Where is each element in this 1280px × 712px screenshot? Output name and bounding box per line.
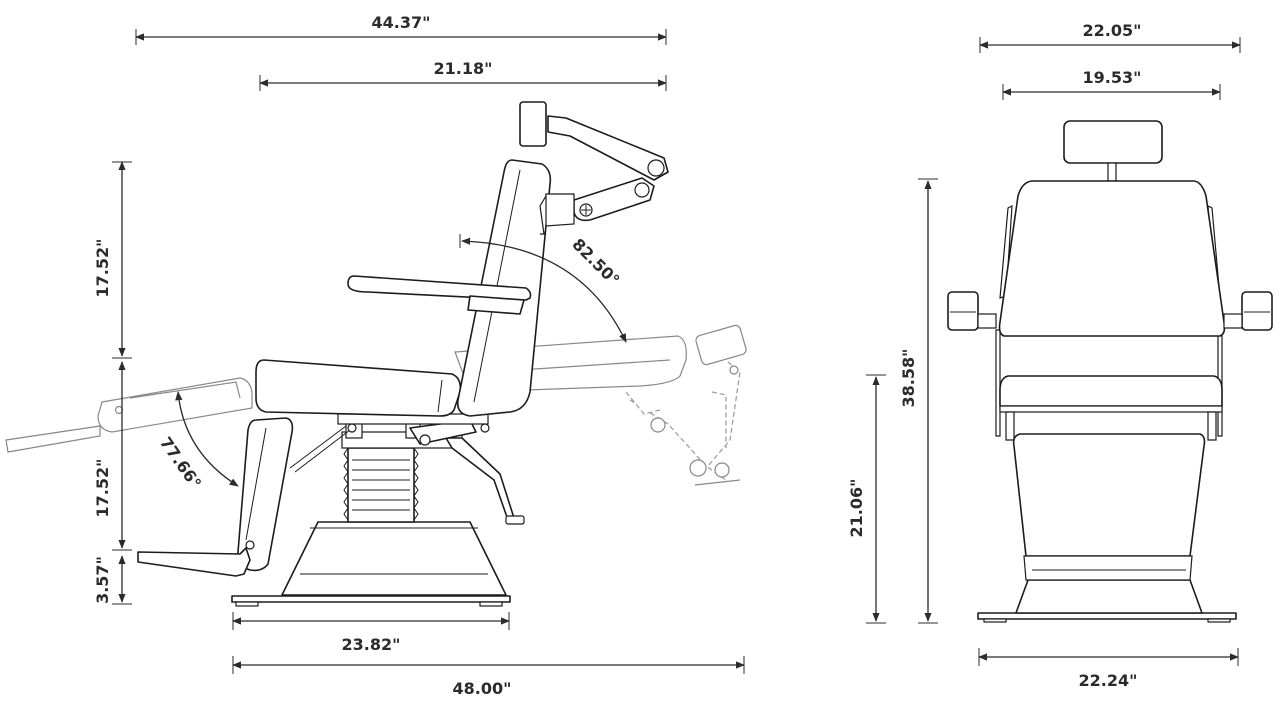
right-arm-pad — [1241, 291, 1273, 331]
footrest — [137, 547, 251, 577]
headrest — [519, 101, 547, 147]
dim-overall-bottom: 48.00" — [453, 679, 512, 698]
raised-legrest-ghost — [5, 377, 253, 453]
dim-front-seat-width: 19.53" — [1083, 68, 1142, 87]
front-view: 22.05" 19.53" 38.58" 21.06" 22.24" — [847, 21, 1273, 690]
dim-overall-top: 44.37" — [372, 13, 431, 32]
dim-front-top-width: 22.05" — [1083, 21, 1142, 40]
base-pedestal — [281, 521, 507, 596]
front-legrest — [1012, 433, 1206, 557]
front-base-plate — [977, 612, 1237, 620]
dim-upper-top: 21.18" — [434, 59, 493, 78]
base-plate — [231, 595, 511, 603]
left-arm-pad — [947, 291, 979, 331]
angle-back-recline: 82.50° — [568, 235, 623, 290]
legrest — [236, 417, 294, 572]
dim-base-width: 23.82" — [342, 635, 401, 654]
angle-leg-rest: 77.66° — [156, 433, 205, 492]
dim-back-height: 17.52" — [93, 239, 112, 298]
foot-pedal-lever — [445, 437, 515, 521]
seat-cushion — [255, 359, 462, 417]
front-backrest — [998, 180, 1226, 337]
front-headrest — [1063, 120, 1163, 164]
lift-column — [347, 447, 415, 523]
dim-front-overall-height: 38.58" — [899, 349, 918, 408]
dim-leg-height: 17.52" — [93, 459, 112, 518]
dim-front-base-width: 22.24" — [1079, 671, 1138, 690]
dim-foot-height: 3.57" — [93, 556, 112, 604]
front-seat — [999, 375, 1223, 407]
dim-front-seat-height: 21.06" — [847, 479, 866, 538]
side-view: 44.37" 21.18" 17.52" 17.52" 3.57" 23.82"… — [5, 13, 747, 698]
headrest-assembly — [519, 101, 669, 227]
